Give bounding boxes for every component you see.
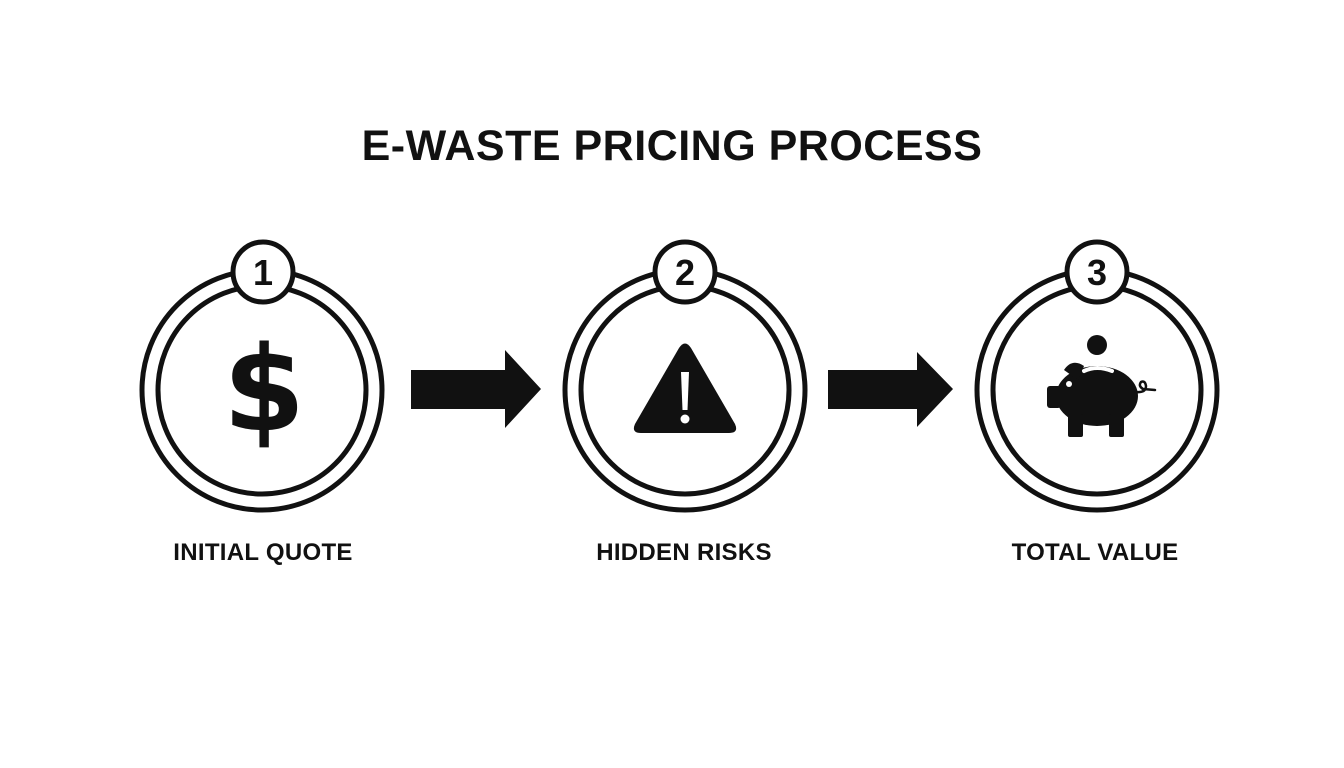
step-number-badge: 2 (652, 239, 718, 305)
step-label-hidden-risks: HIDDEN RISKS (596, 539, 772, 566)
step-number: 1 (253, 252, 273, 293)
step-2: 2 (562, 239, 808, 513)
step-label-total-value: TOTAL VALUE (1011, 539, 1179, 566)
step-number: 3 (1087, 252, 1107, 293)
arrow-right-icon (411, 350, 541, 428)
arrow-right-icon (828, 352, 953, 427)
dollar-sign-icon: $ (223, 320, 305, 458)
step-1: 1 $ (139, 239, 385, 513)
step-label-initial-quote: INITIAL QUOTE (173, 539, 353, 566)
step-number-badge: 1 (230, 239, 296, 305)
step-number-badge: 3 (1064, 239, 1130, 305)
step-number: 2 (675, 252, 695, 293)
coin-icon (1087, 335, 1107, 355)
diagram-title: E-WASTE PRICING PROCESS (361, 122, 983, 170)
step-3: 3 (974, 239, 1220, 513)
piggy-bank-icon (1047, 335, 1157, 437)
warning-triangle-icon (633, 343, 737, 433)
